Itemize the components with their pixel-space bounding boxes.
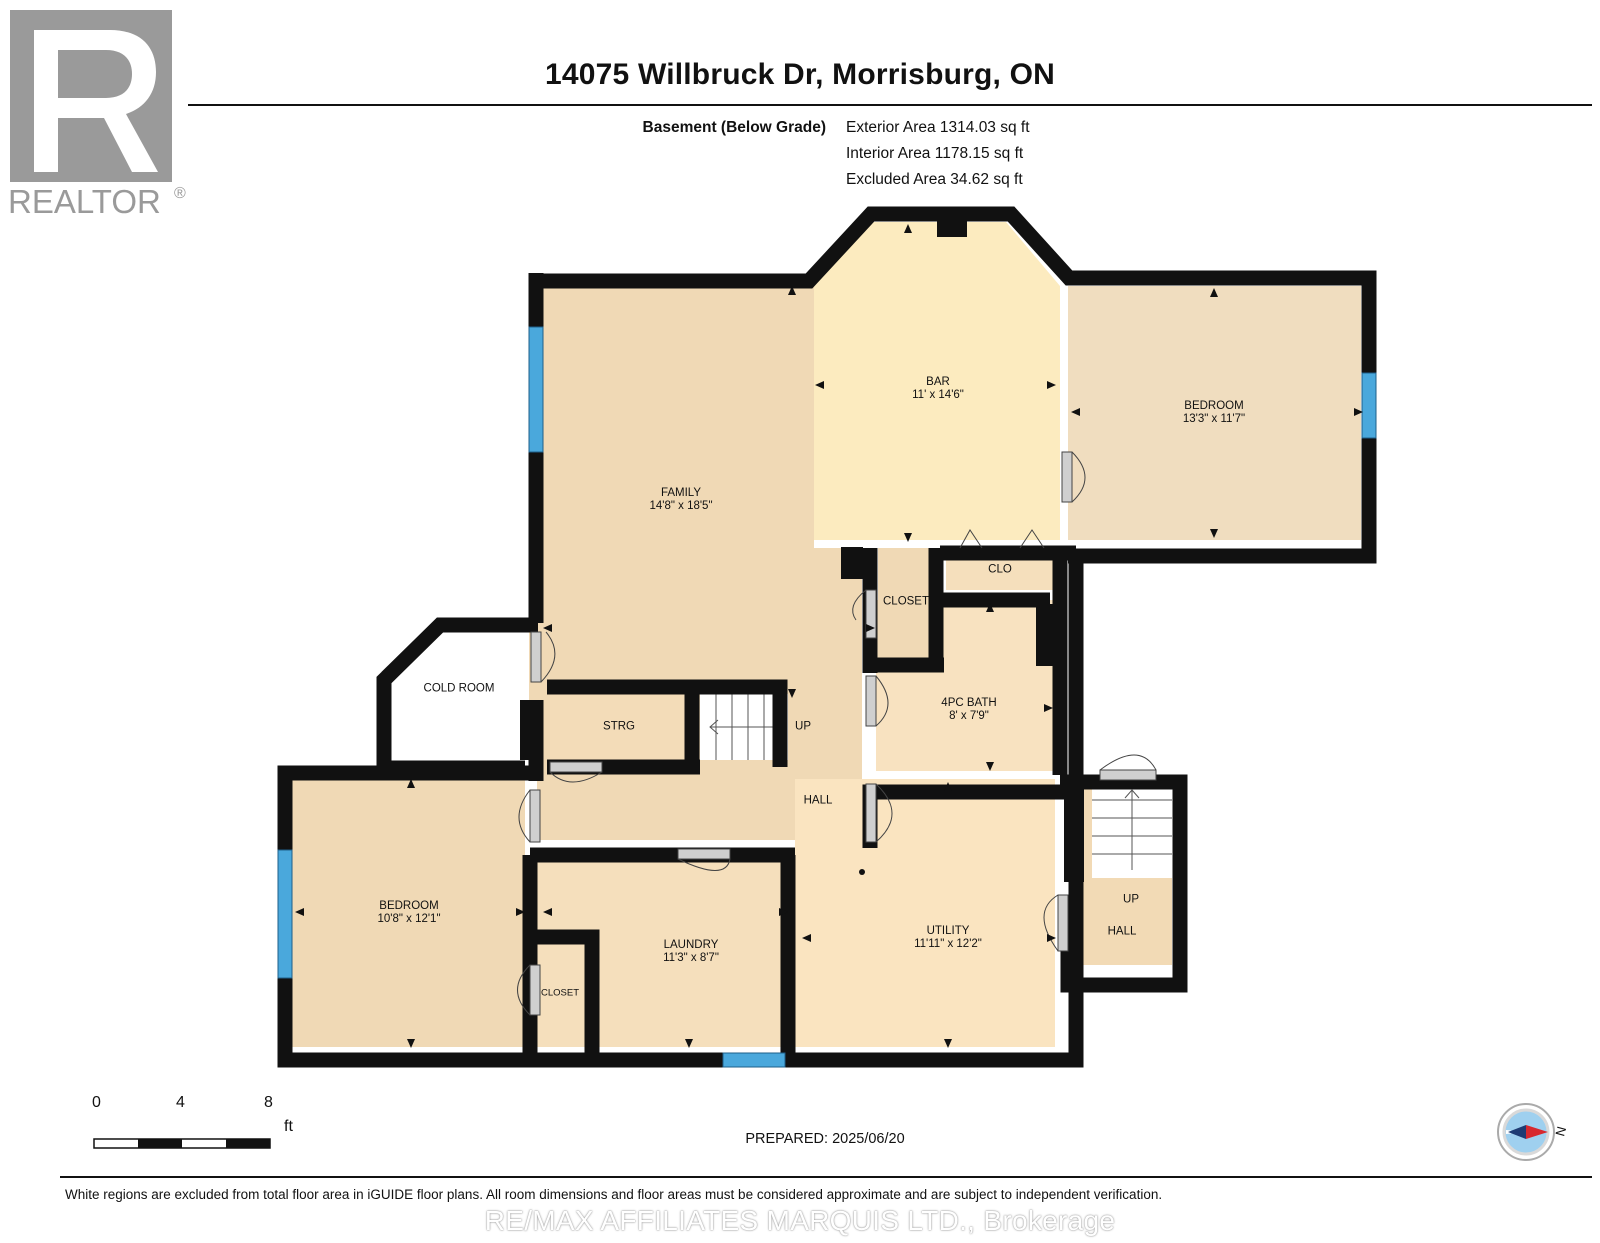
strg-fill xyxy=(550,694,688,760)
utility-marker xyxy=(859,869,865,875)
room-clo: CLO xyxy=(988,563,1012,576)
room-closet-2: CLOSET xyxy=(540,987,580,999)
realtor-logo: REALTOR ® xyxy=(6,6,186,226)
window-bedroom1 xyxy=(1361,372,1377,439)
room-cold-room: COLD ROOM xyxy=(423,682,495,695)
room-bath: 4PC BATH 8' x 7'9" xyxy=(941,697,996,723)
interior-area: Interior Area 1178.15 sq ft xyxy=(846,145,1024,162)
prepared-date: PREPARED: 2025/06/20 xyxy=(745,1131,905,1147)
room-bar-dims: 11' x 14'6" xyxy=(912,389,964,401)
room-family: FAMILY 14'8" x 18'5" xyxy=(649,487,712,513)
disclaimer: White regions are excluded from total fl… xyxy=(65,1187,1163,1202)
dimension-arrows xyxy=(295,224,1363,1048)
window-bedroom2 xyxy=(277,849,293,979)
floor-label: Basement (Below Grade) xyxy=(642,119,826,136)
excluded-area: Excluded Area 34.62 sq ft xyxy=(846,171,1023,188)
room-utility-dims: 11'11" x 12'2" xyxy=(914,938,982,950)
room-bar: BAR 11' x 14'6" xyxy=(912,376,964,402)
room-bedroom-1-dims: 13'3" x 11'7" xyxy=(1182,413,1246,425)
room-bedroom-1-name: BEDROOM xyxy=(1184,400,1244,412)
scale-bar xyxy=(93,1138,271,1149)
realtor-r-icon: REALTOR ® xyxy=(8,10,186,220)
window-family xyxy=(528,326,544,453)
stairs-side xyxy=(1092,782,1172,878)
logo-registered-mark: ® xyxy=(174,185,186,202)
room-utility-name: UTILITY xyxy=(926,925,970,937)
closet1-fill xyxy=(878,548,936,658)
window-laundry xyxy=(722,1052,786,1068)
stairs-up-label-2: UP xyxy=(1123,893,1139,906)
room-family-name: FAMILY xyxy=(660,487,702,499)
windows xyxy=(277,326,1377,1068)
room-laundry-dims: 11'3" x 8'7" xyxy=(663,952,719,964)
room-hall-1: HALL xyxy=(803,794,833,807)
scale-tick-0: 0 xyxy=(92,1094,101,1111)
room-bar-name: BAR xyxy=(926,376,950,388)
room-bedroom-2-dims: 10'8" x 12'1" xyxy=(377,913,441,925)
compass: N xyxy=(1494,1100,1574,1175)
stairs-up-label-1: UP xyxy=(795,720,811,733)
room-laundry: LAUNDRY 11'3" x 8'7" xyxy=(663,939,719,965)
room-strg: STRG xyxy=(603,720,635,733)
room-bedroom-2: BEDROOM 10'8" x 12'1" xyxy=(377,900,440,926)
bar-fill xyxy=(814,222,1060,540)
bedroom1-fill xyxy=(1068,286,1361,540)
room-bath-dims: 8' x 7'9" xyxy=(949,710,989,722)
compass-icon: N xyxy=(1497,1103,1569,1161)
room-laundry-name: LAUNDRY xyxy=(663,939,719,951)
scale-tick-4: 4 xyxy=(176,1094,185,1111)
room-family-dims: 14'8" x 18'5" xyxy=(649,500,713,512)
scale-unit: ft xyxy=(284,1118,293,1135)
bedroom2-fill xyxy=(292,776,525,1047)
room-utility: UTILITY 11'11" x 12'2" xyxy=(914,925,982,951)
page-title: 14075 Willbruck Dr, Morrisburg, ON xyxy=(544,58,1055,91)
room-bedroom-2-name: BEDROOM xyxy=(379,900,439,912)
logo-text: REALTOR xyxy=(8,183,161,220)
wall-blocks xyxy=(520,217,1084,882)
scale-tick-8: 8 xyxy=(264,1094,273,1111)
room-fills xyxy=(292,222,1361,1047)
room-bath-name: 4PC BATH xyxy=(941,697,997,709)
room-closet-1: CLOSET xyxy=(882,595,930,608)
utility-fill xyxy=(795,779,1055,1047)
exterior-area: Exterior Area 1314.03 sq ft xyxy=(846,119,1030,136)
closet2-fill xyxy=(537,937,584,1047)
doors xyxy=(517,451,1157,1016)
brokerage-watermark: RE/MAX AFFILIATES MARQUIS LTD., Brokerag… xyxy=(484,1205,1116,1236)
compass-north-label: N xyxy=(1552,1125,1569,1138)
room-hall-2: HALL xyxy=(1107,925,1137,938)
room-bedroom-1: BEDROOM 13'3" x 11'7" xyxy=(1183,400,1245,426)
header-rule xyxy=(188,104,1592,106)
